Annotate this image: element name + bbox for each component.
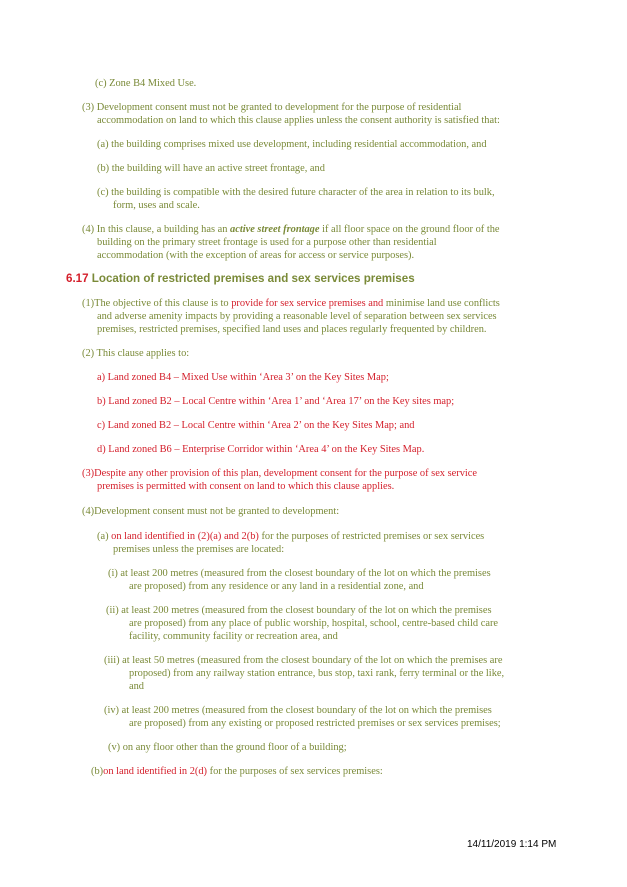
item-iv-line-1: (iv) at least 200 metres (measured from …	[104, 705, 492, 716]
defined-term-active-street-frontage: active street frontage	[230, 224, 320, 235]
subclause-3-line-2: accommodation on land to which this clau…	[97, 115, 500, 126]
subclause-3-item-a: (a) the building comprises mixed use dev…	[97, 139, 487, 150]
footer-timestamp: 14/11/2019 1:14 PM	[467, 839, 557, 850]
item-i-line-1: (i) at least 200 metres (measured from t…	[108, 568, 491, 579]
clause-4a-label: (a)	[97, 531, 112, 542]
subclause-3-item-c-line-2: form, uses and scale.	[113, 200, 200, 211]
clause-4-item-b: (b)on land identified in 2(d) for the pu…	[91, 765, 383, 778]
subclause-4-pre: (4) In this clause, a building has an	[82, 224, 231, 235]
item-ii-line-2: are proposed) from any place of public w…	[129, 618, 499, 629]
subclause-4-line-3: accommodation (with the exception of are…	[97, 250, 415, 261]
clause-2-item-b: b) Land zoned B2 – Local Centre within ‘…	[97, 396, 455, 407]
subclause-4-line-2: building on the primary street frontage …	[97, 237, 437, 248]
clause-4b-amendment: on land identified in 2(d)	[103, 766, 208, 777]
clause-2-item-c: c) Land zoned B2 – Local Centre within ‘…	[97, 420, 415, 431]
clause-4a-amendment: on land identified in (2)(a) and 2(b)	[111, 531, 259, 542]
item-ii-line-3: facility, community facility or recreati…	[129, 631, 338, 642]
clause-1-pre: (1)The objective of this clause is to	[82, 298, 232, 309]
clause-1-line-2: and adverse amenity impacts by providing…	[97, 311, 497, 322]
clause-3-line-2: premises is permitted with consent on la…	[97, 481, 395, 492]
subclause-3-line-1: (3) Development consent must not be gran…	[82, 102, 462, 113]
subclause-3-item-c-line-1: (c) the building is compatible with the …	[97, 187, 495, 198]
item-ii-line-1: (ii) at least 200 metres (measured from …	[106, 605, 492, 616]
clause-2: (2) This clause applies to:	[82, 348, 190, 359]
clause-4a-post: for the purposes of restricted premises …	[258, 531, 485, 542]
clause-item-c-zone-b4: (c) Zone B4 Mixed Use.	[95, 78, 197, 89]
clause-2-item-a: a) Land zoned B4 – Mixed Use within ‘Are…	[97, 372, 389, 383]
clause-4b-label: (b)	[91, 766, 104, 777]
clause-4-item-a-line-2: premises unless the premises are located…	[113, 544, 285, 555]
subclause-4-line-1: (4) In this clause, a building has an ac…	[82, 223, 500, 236]
item-i-line-2: are proposed) from any residence or any …	[129, 581, 424, 592]
subclause-4-post: if all floor space on the ground floor o…	[319, 224, 500, 235]
section-heading-6-17: 6.17 Location of restricted premises and…	[66, 272, 415, 285]
item-v: (v) on any floor other than the ground f…	[108, 742, 347, 753]
section-title: Location of restricted premises and sex …	[88, 272, 415, 285]
clause-4: (4)Development consent must not be grant…	[82, 506, 340, 517]
item-iii-line-1: (iii) at least 50 metres (measured from …	[104, 655, 503, 666]
clause-1-post: minimise land use conflicts	[383, 298, 500, 309]
clause-1-line-3: premises, restricted premises, specified…	[97, 324, 487, 335]
clause-1-line-1: (1)The objective of this clause is to pr…	[82, 297, 500, 310]
clause-4-item-a-line-1: (a) on land identified in (2)(a) and 2(b…	[97, 530, 484, 543]
subclause-3-item-b: (b) the building will have an active str…	[97, 163, 325, 174]
item-iii-line-3: and	[129, 681, 145, 692]
clause-1-amendment: provide for sex service premises and	[231, 298, 384, 309]
item-iv-line-2: are proposed) from any existing or propo…	[129, 718, 501, 729]
item-iii-line-2: proposed) from any railway station entra…	[129, 668, 505, 679]
clause-3-line-1: (3)Despite any other provision of this p…	[82, 468, 478, 479]
clause-2-item-d: d) Land zoned B6 – Enterprise Corridor w…	[97, 444, 425, 455]
section-number: 6.17	[66, 272, 89, 285]
clause-4b-post: for the purposes of sex services premise…	[207, 766, 383, 777]
